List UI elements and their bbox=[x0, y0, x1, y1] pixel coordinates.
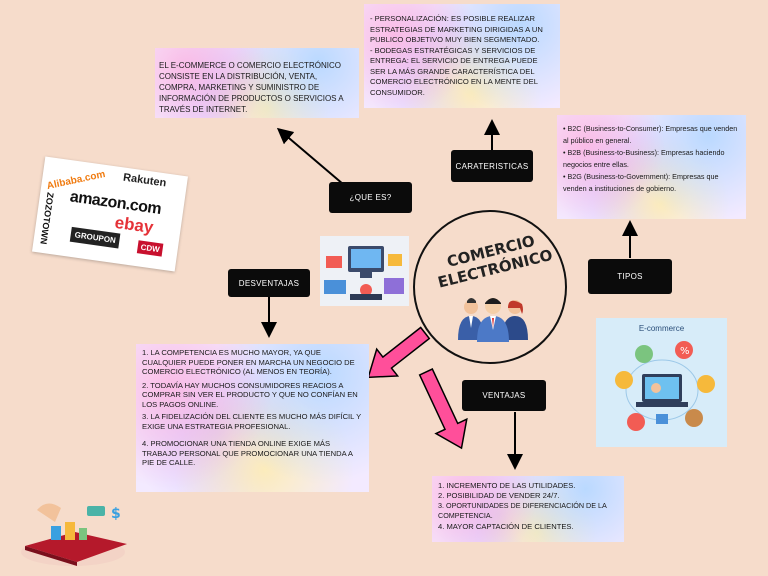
tipos-box: • B2C (Business-to-Consumer): Empresas q… bbox=[557, 115, 746, 219]
desventajas-item: 1. LA COMPETENCIA ES MUCHO MAYOR, YA QUE… bbox=[142, 348, 355, 376]
que-es-box: EL E-COMMERCE O COMERCIO ELECTRÓNICO CON… bbox=[155, 48, 359, 118]
phone-shopping-icon: $ bbox=[21, 503, 127, 566]
mobile-shopping-illustration: $ bbox=[15, 492, 135, 568]
desventajas-item: 3. LA FIDELIZACIÓN DEL CLIENTE ES MUCHO … bbox=[142, 412, 362, 431]
business-people-icon bbox=[458, 298, 528, 342]
ecommerce-illustration: E-commerce % bbox=[596, 318, 727, 447]
ventajas-item: 1. INCREMENTO DE LAS UTILIDADES. bbox=[438, 481, 576, 490]
caracteristicas-box: - PERSONALIZACIÓN: ES POSIBLE REALIZAR E… bbox=[364, 4, 560, 108]
center-circle: COMERCIO ELECTRÓNICO bbox=[413, 210, 567, 364]
ventajas-label: VENTAJAS bbox=[462, 380, 546, 411]
tipos-item: • B2B (Business-to-Business): Empresas h… bbox=[563, 148, 725, 169]
ecommerce-illustration-title: E-commerce bbox=[638, 324, 685, 333]
pink-arrow-down bbox=[418, 368, 468, 450]
online-store-illustration bbox=[320, 236, 409, 306]
cdw-logo: CDW bbox=[136, 240, 164, 257]
center-title: COMERCIO ELECTRÓNICO bbox=[435, 231, 555, 292]
tipos-label: TIPOS bbox=[588, 259, 672, 294]
caracteristicas-item: - BODEGAS ESTRATÉGICAS Y SERVICIOS DE EN… bbox=[370, 45, 538, 97]
ecommerce-scene-icon: % bbox=[615, 341, 715, 431]
zozotown-logo: ZOZOTOWN bbox=[38, 191, 56, 245]
desventajas-item: 2. TODAVÍA HAY MUCHOS CONSUMIDORES REACI… bbox=[142, 380, 358, 409]
caracteristicas-item: - PERSONALIZACIÓN: ES POSIBLE REALIZAR E… bbox=[370, 14, 543, 44]
ventajas-item: 3. OPORTUNIDADES DE DIFERENCIACIÓN DE LA… bbox=[438, 501, 607, 520]
store-scene-icon bbox=[324, 246, 404, 300]
tipos-item: • B2C (Business-to-Consumer): Empresas q… bbox=[563, 124, 738, 145]
desventajas-box: 1. LA COMPETENCIA ES MUCHO MAYOR, YA QUE… bbox=[136, 344, 369, 492]
svg-text:%: % bbox=[680, 346, 690, 357]
ventajas-item: 2. POSIBILIDAD DE VENDER 24/7. bbox=[438, 491, 560, 500]
desventajas-label: DESVENTAJAS bbox=[228, 269, 310, 297]
ventajas-box: 1. INCREMENTO DE LAS UTILIDADES. 2. POSI… bbox=[432, 476, 624, 542]
ventajas-item: 4. MAYOR CAPTACIÓN DE CLIENTES. bbox=[438, 522, 574, 531]
que-es-label: ¿QUE ES? bbox=[329, 182, 412, 213]
que-es-arrow bbox=[276, 127, 351, 191]
desventajas-item: 4. PROMOCIONAR UNA TIENDA ONLINE EXIGE M… bbox=[142, 439, 353, 467]
que-es-text: EL E-COMMERCE O COMERCIO ELECTRÓNICO CON… bbox=[159, 61, 344, 114]
tipos-item: • B2G (Business-to-Government): Empresas… bbox=[563, 172, 719, 193]
caracteristicas-label: CARATERISTICAS bbox=[451, 150, 533, 182]
svg-text:$: $ bbox=[111, 506, 121, 522]
rakuten-logo: Rakuten bbox=[122, 171, 168, 190]
pink-arrow-left bbox=[367, 326, 431, 379]
ecommerce-logos-image: Alibaba.com Rakuten amazon.com ebay ZOZO… bbox=[32, 156, 188, 272]
